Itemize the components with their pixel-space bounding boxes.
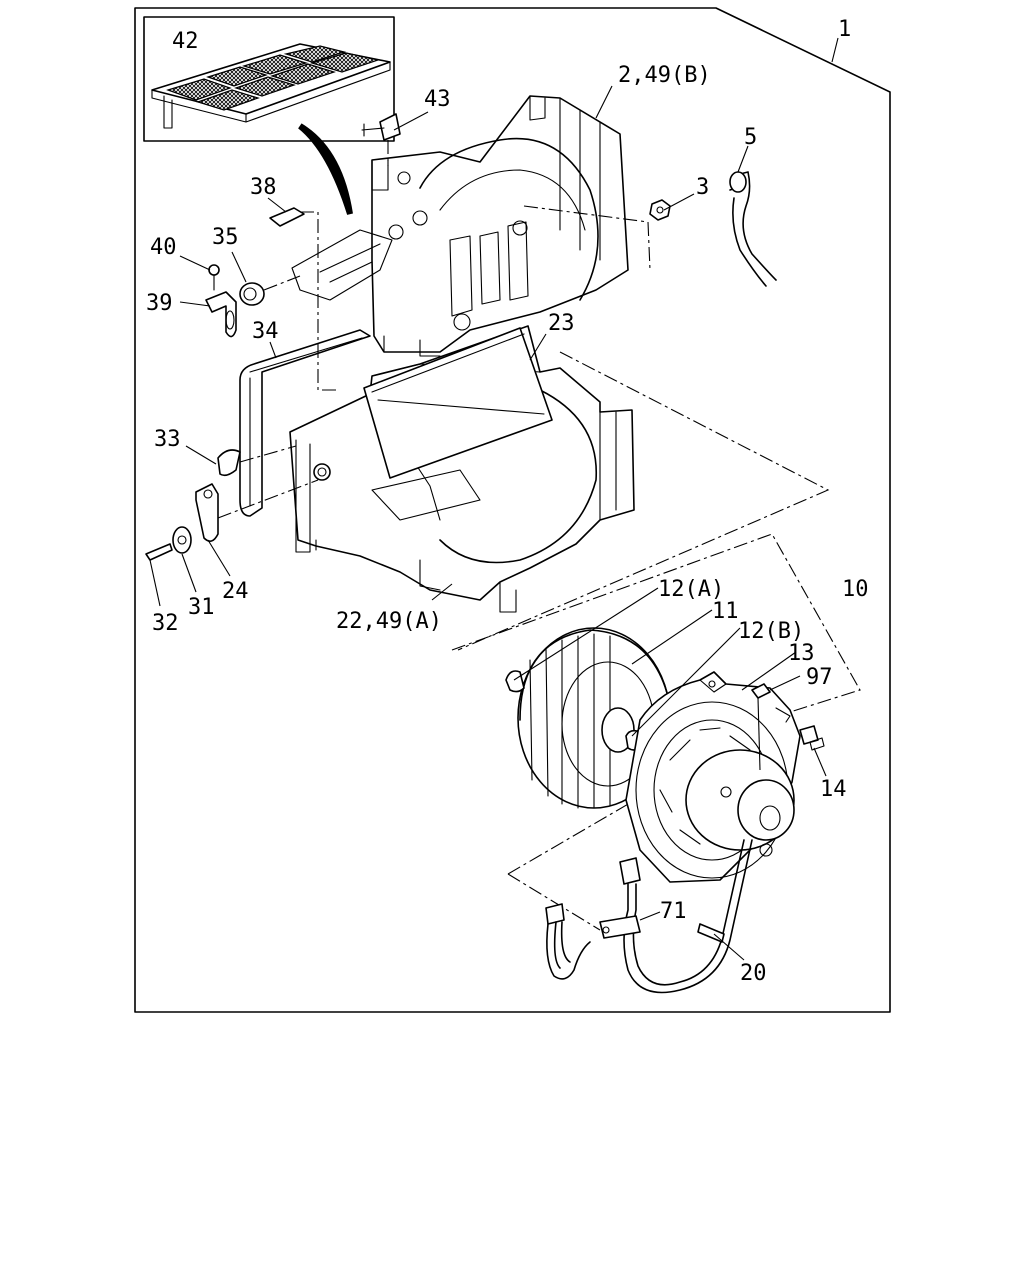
callout-5: 5 bbox=[744, 125, 757, 150]
lever-part-24 bbox=[195, 483, 219, 542]
plug-connector bbox=[545, 903, 591, 980]
main-frame bbox=[134, 7, 891, 1013]
callout-35: 35 bbox=[212, 225, 239, 250]
wire-harness-part-71 bbox=[599, 839, 753, 994]
callout-97: 97 bbox=[806, 665, 833, 690]
callout-13: 13 bbox=[788, 641, 815, 666]
callout-40: 40 bbox=[150, 235, 177, 260]
filter-inset-box bbox=[143, 16, 395, 142]
callout-42: 42 bbox=[172, 29, 199, 54]
fastener-part-13 bbox=[751, 683, 771, 699]
callout-12a: 12(A) bbox=[658, 577, 724, 602]
bracket-part-39 bbox=[205, 291, 237, 338]
callout-11: 11 bbox=[712, 599, 739, 624]
leader-lines bbox=[149, 37, 839, 961]
callout-31: 31 bbox=[188, 595, 215, 620]
callout-39: 39 bbox=[146, 291, 173, 316]
clip-part-38 bbox=[269, 207, 305, 227]
clip-part-33 bbox=[217, 449, 241, 477]
callout-2: 2,49(B) bbox=[618, 63, 711, 88]
callout-43: 43 bbox=[424, 87, 451, 112]
upper-housing-part-2 bbox=[291, 95, 629, 357]
screw-part-43 bbox=[361, 113, 401, 166]
callout-10: 10 bbox=[842, 577, 869, 602]
filter-install-arrow bbox=[298, 123, 353, 215]
callout-12b: 12(B) bbox=[738, 619, 804, 644]
drain-hose-part-5 bbox=[729, 171, 777, 287]
screw-part-40 bbox=[208, 264, 220, 291]
callout-labels: 1 42 2,49(B) 43 5 3 38 35 40 39 34 23 33… bbox=[146, 17, 869, 986]
clip-part-12a bbox=[505, 670, 525, 693]
damper-part-23 bbox=[363, 327, 553, 479]
callout-34: 34 bbox=[252, 319, 279, 344]
nut-part-3 bbox=[649, 199, 671, 221]
gear-part-31 bbox=[172, 526, 192, 554]
callout-20: 20 bbox=[740, 961, 767, 986]
motor-part-10 bbox=[625, 671, 801, 883]
callout-1: 1 bbox=[838, 17, 851, 42]
callout-22: 22,49(A) bbox=[336, 609, 442, 634]
callout-33: 33 bbox=[154, 427, 181, 452]
callout-24: 24 bbox=[222, 579, 249, 604]
screw-part-32 bbox=[145, 543, 173, 561]
callout-32: 32 bbox=[152, 611, 179, 636]
grommet-part-35 bbox=[239, 282, 265, 306]
callout-14: 14 bbox=[820, 777, 847, 802]
callout-38: 38 bbox=[250, 175, 277, 200]
callout-23: 23 bbox=[548, 311, 575, 336]
callout-3: 3 bbox=[696, 175, 709, 200]
filter-part-42 bbox=[151, 43, 391, 129]
bolt-part-14 bbox=[799, 725, 825, 751]
callout-71: 71 bbox=[660, 899, 687, 924]
gasket-part-34 bbox=[239, 329, 371, 517]
